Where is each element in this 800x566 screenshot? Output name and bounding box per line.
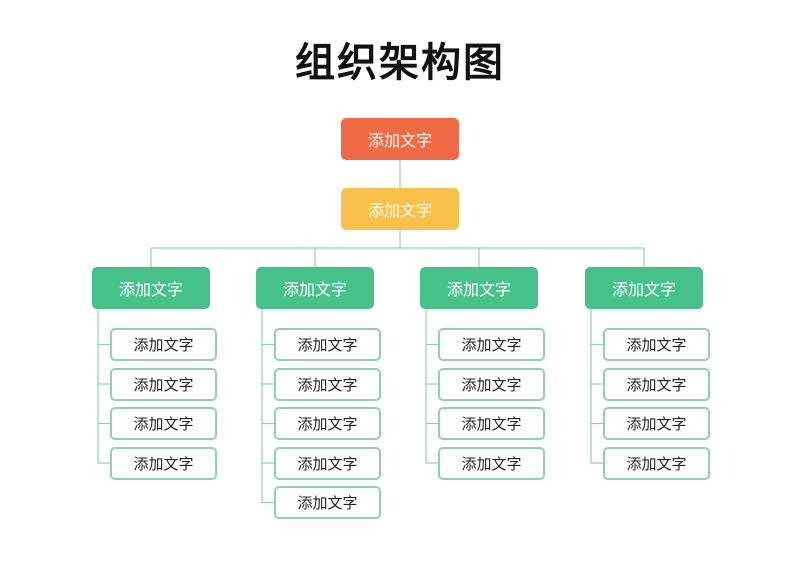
member-node[interactable]: 添加文字 xyxy=(438,367,545,401)
member-node[interactable]: 添加文字 xyxy=(110,367,217,401)
second-level-node[interactable]: 添加文字 xyxy=(341,188,459,230)
department-node[interactable]: 添加文字 xyxy=(420,267,538,309)
member-node[interactable]: 添加文字 xyxy=(603,328,710,361)
page-title: 组织架构图 xyxy=(295,40,505,86)
root-node[interactable]: 添加文字 xyxy=(341,118,459,160)
member-node[interactable]: 添加文字 xyxy=(110,328,217,361)
member-node[interactable]: 添加文字 xyxy=(274,328,381,361)
member-node[interactable]: 添加文字 xyxy=(274,446,381,480)
member-node[interactable]: 添加文字 xyxy=(603,446,710,480)
member-node[interactable]: 添加文字 xyxy=(110,446,217,480)
member-node[interactable]: 添加文字 xyxy=(274,407,381,440)
member-node[interactable]: 添加文字 xyxy=(110,407,217,440)
member-node[interactable]: 添加文字 xyxy=(274,486,381,519)
member-node[interactable]: 添加文字 xyxy=(438,446,545,480)
member-node[interactable]: 添加文字 xyxy=(274,367,381,401)
department-node[interactable]: 添加文字 xyxy=(256,267,374,309)
department-node[interactable]: 添加文字 xyxy=(92,267,210,309)
department-node[interactable]: 添加文字 xyxy=(585,267,703,309)
member-node[interactable]: 添加文字 xyxy=(438,328,545,361)
member-node[interactable]: 添加文字 xyxy=(603,407,710,440)
member-node[interactable]: 添加文字 xyxy=(603,367,710,401)
member-node[interactable]: 添加文字 xyxy=(438,407,545,440)
